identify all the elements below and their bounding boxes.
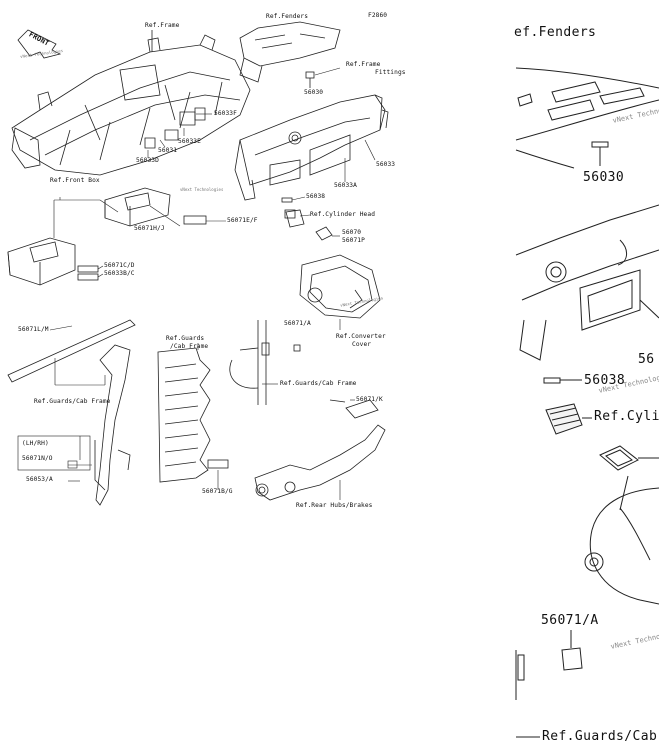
zoom-label-56030: 56030 bbox=[583, 170, 625, 185]
figure-code: F2860 bbox=[368, 12, 388, 19]
zoom-gasket-drawing bbox=[599, 445, 659, 471]
label-56070: 56070 bbox=[342, 229, 362, 236]
label-ref-frame: Ref.Frame bbox=[145, 22, 180, 29]
label-ref-converter-1: Ref.Converter bbox=[336, 333, 386, 340]
label-56038: 56038 bbox=[306, 193, 326, 200]
label-ref-fenders: Ref.Fenders bbox=[266, 13, 309, 20]
label-ref-frame-fittings-2: Fittings bbox=[375, 69, 406, 76]
label-56071no: 56071N/O bbox=[22, 455, 53, 462]
label-ref-frame-fittings-1: Ref.Frame bbox=[346, 61, 381, 68]
label-56033e: 56033E bbox=[178, 138, 201, 145]
rear-hub-drawing bbox=[254, 399, 386, 501]
label-ref-guards: Ref.Guards bbox=[166, 335, 205, 342]
fender-drawing bbox=[239, 21, 341, 88]
label-56030: 56030 bbox=[304, 89, 324, 96]
zoom-guard-drawing bbox=[515, 630, 583, 738]
cab-frame-tube-drawing bbox=[229, 320, 301, 405]
zoom-cylinder-drawing bbox=[545, 403, 592, 435]
zoom-label-ref-fenders: ef.Fenders bbox=[514, 25, 597, 40]
zoom-dashboard-drawing bbox=[515, 204, 659, 361]
label-56071hj: 56071H/J bbox=[134, 225, 165, 232]
dashboard-drawing bbox=[234, 94, 389, 219]
frame-drawing bbox=[11, 30, 251, 176]
cylinder-head-drawing bbox=[281, 197, 333, 241]
label-56071p: 56071P bbox=[342, 237, 365, 244]
label-ref-rear-hubs: Ref.Rear Hubs/Brakes bbox=[296, 502, 373, 509]
label-56053a: 56053/A bbox=[26, 476, 53, 483]
label-ref-guards-cab-frame-2: Ref.Guards/Cab Frame bbox=[280, 380, 357, 387]
label-56071cd: 56071C/D bbox=[104, 262, 135, 269]
lhrh-bracket bbox=[17, 435, 91, 471]
label-56031: 56031 bbox=[158, 147, 178, 154]
zoom-label-ref-cylinder: Ref.Cyli bbox=[594, 409, 659, 424]
converter-cover-drawing bbox=[299, 254, 381, 319]
leader-lines bbox=[49, 67, 376, 500]
label-ref-cylinder-head: Ref.Cylinder Head bbox=[310, 211, 376, 218]
label-ref-front-box: Ref.Front Box bbox=[50, 177, 100, 184]
label-56071bg: 56071B/G bbox=[202, 488, 233, 495]
label-56033f: 56033F bbox=[214, 110, 237, 117]
zoom-label-56-partial: 56 bbox=[638, 352, 655, 367]
label-56071ef: 56071E/F bbox=[227, 217, 258, 224]
label-56071a: 56071/A bbox=[284, 320, 311, 327]
zoom-label-56071a: 56071/A bbox=[541, 613, 599, 628]
zoom-label-56038: 56038 bbox=[584, 373, 626, 388]
zoom-part-56038 bbox=[543, 377, 582, 384]
front-arrow-icon bbox=[17, 29, 62, 59]
label-ref-guards-cab-frame-1: Ref.Guards/Cab Frame bbox=[34, 398, 111, 405]
guard-grille-drawing bbox=[157, 347, 229, 483]
zoom-label-ref-guards-cab: Ref.Guards/Cab bbox=[542, 729, 658, 744]
label-56033bc: 56033B/C bbox=[104, 270, 135, 277]
label-56033a: 56033A bbox=[334, 182, 357, 189]
zoom-fender-drawing bbox=[515, 67, 659, 169]
label-56071k: 56071/K bbox=[356, 396, 383, 403]
label-ref-converter-2: Cover bbox=[352, 341, 372, 348]
label-cab-frame: /Cab Frame bbox=[170, 343, 209, 350]
label-lhrh: (LH/RH) bbox=[22, 440, 49, 447]
guards-cab-rails-drawing bbox=[7, 319, 136, 506]
watermark: vNext Technologies bbox=[180, 187, 224, 192]
zoom-converter-drawing bbox=[584, 475, 659, 605]
label-56033: 56033 bbox=[376, 161, 396, 168]
label-56033d: 56033D bbox=[136, 157, 159, 164]
label-56071lm: 56071L/M bbox=[18, 326, 49, 333]
